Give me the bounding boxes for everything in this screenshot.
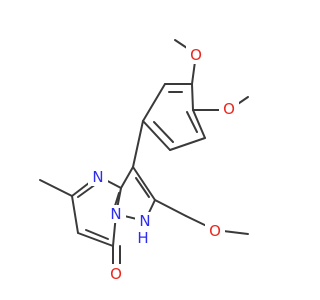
bond xyxy=(142,120,171,151)
atom-label-hydrogen: H xyxy=(137,229,148,247)
bond xyxy=(142,83,166,122)
bond xyxy=(77,232,114,247)
bond xyxy=(39,179,73,197)
bond xyxy=(85,229,109,240)
bond xyxy=(153,121,174,143)
atom-label-oxygen: O xyxy=(209,222,221,240)
bond xyxy=(120,166,134,189)
bond xyxy=(186,111,198,133)
atom-label-oxygen: O xyxy=(110,265,122,283)
atom-labels: O O N N N H O O xyxy=(88,46,239,284)
atom-label-nitrogen: N xyxy=(139,212,150,230)
bond xyxy=(77,183,97,198)
atom-label-oxygen: O xyxy=(223,100,235,118)
atom-label-oxygen: O xyxy=(190,46,202,64)
bond xyxy=(192,109,206,139)
bond xyxy=(191,83,194,111)
molecule-structure: O O N N N H O O xyxy=(39,39,249,284)
bond xyxy=(132,166,156,201)
atom-label-nitrogen: N xyxy=(92,168,103,186)
bond xyxy=(71,195,79,234)
atom-label-nitrogen: N xyxy=(110,205,121,223)
bond xyxy=(132,120,144,168)
bond xyxy=(154,199,187,217)
bond xyxy=(135,177,150,198)
bond xyxy=(169,137,206,151)
